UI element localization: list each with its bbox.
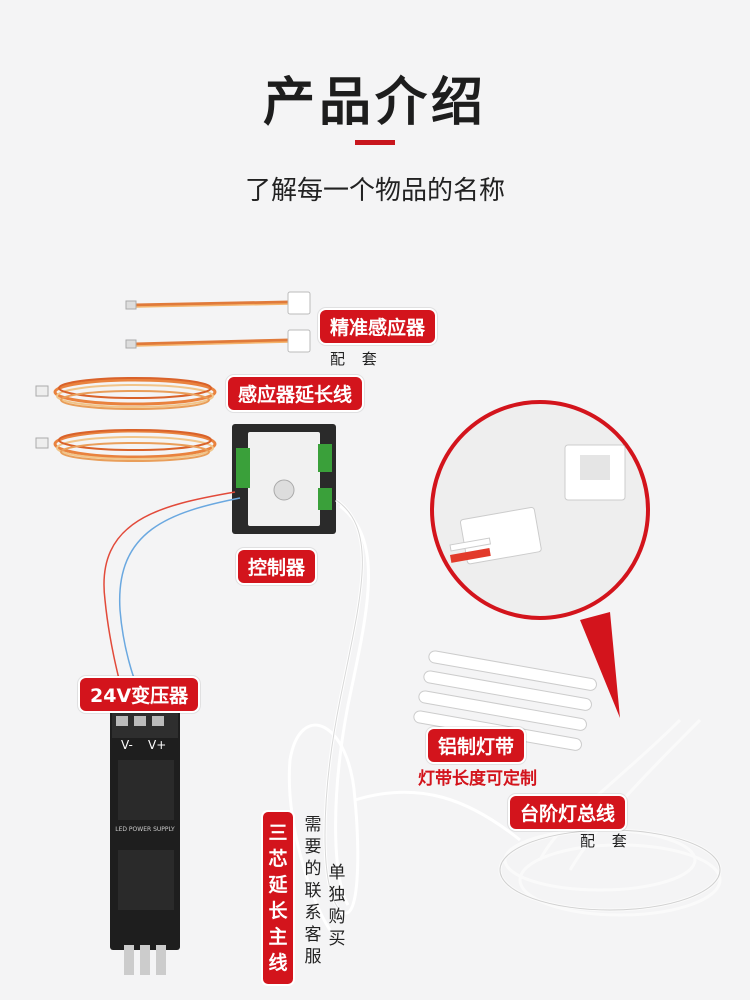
connector-zoom-callout bbox=[430, 400, 650, 718]
controller-label: 控制器 bbox=[238, 550, 316, 583]
transformer-label: 24V变压器 bbox=[80, 678, 199, 711]
sensor-bottom bbox=[125, 329, 311, 353]
bus-note: 配 套 bbox=[580, 832, 633, 850]
sensor-note: 配 套 bbox=[330, 350, 383, 368]
contact-note: 需要的联系客服 bbox=[304, 815, 322, 967]
sensor-extension-coil-2 bbox=[35, 429, 217, 462]
buy-note: 单独购买 bbox=[328, 863, 346, 949]
strip-length-note: 灯带长度可定制 bbox=[418, 769, 537, 789]
terminal-vminus: V- bbox=[121, 738, 133, 752]
sensor-label: 精准感应器 bbox=[320, 310, 436, 343]
controller-unit bbox=[232, 424, 336, 534]
sensor-extension-label: 感应器延长线 bbox=[228, 377, 363, 410]
psu-text: LED POWER SUPPLY bbox=[115, 826, 175, 833]
sensor-top bbox=[125, 291, 311, 315]
main-line-label: 三芯延长主线 bbox=[263, 812, 293, 984]
sensor-extension-coil-1 bbox=[35, 377, 217, 410]
terminal-vplus: V+ bbox=[148, 738, 167, 752]
step-bus-label: 台阶灯总线 bbox=[510, 796, 626, 829]
aluminum-strip-label: 铝制灯带 bbox=[428, 729, 525, 762]
page-subtitle: 了解每一个物品的名称 bbox=[244, 176, 505, 206]
title-underline bbox=[355, 140, 395, 145]
page-title: 产品介绍 bbox=[262, 73, 487, 133]
transformer-unit bbox=[110, 710, 180, 975]
